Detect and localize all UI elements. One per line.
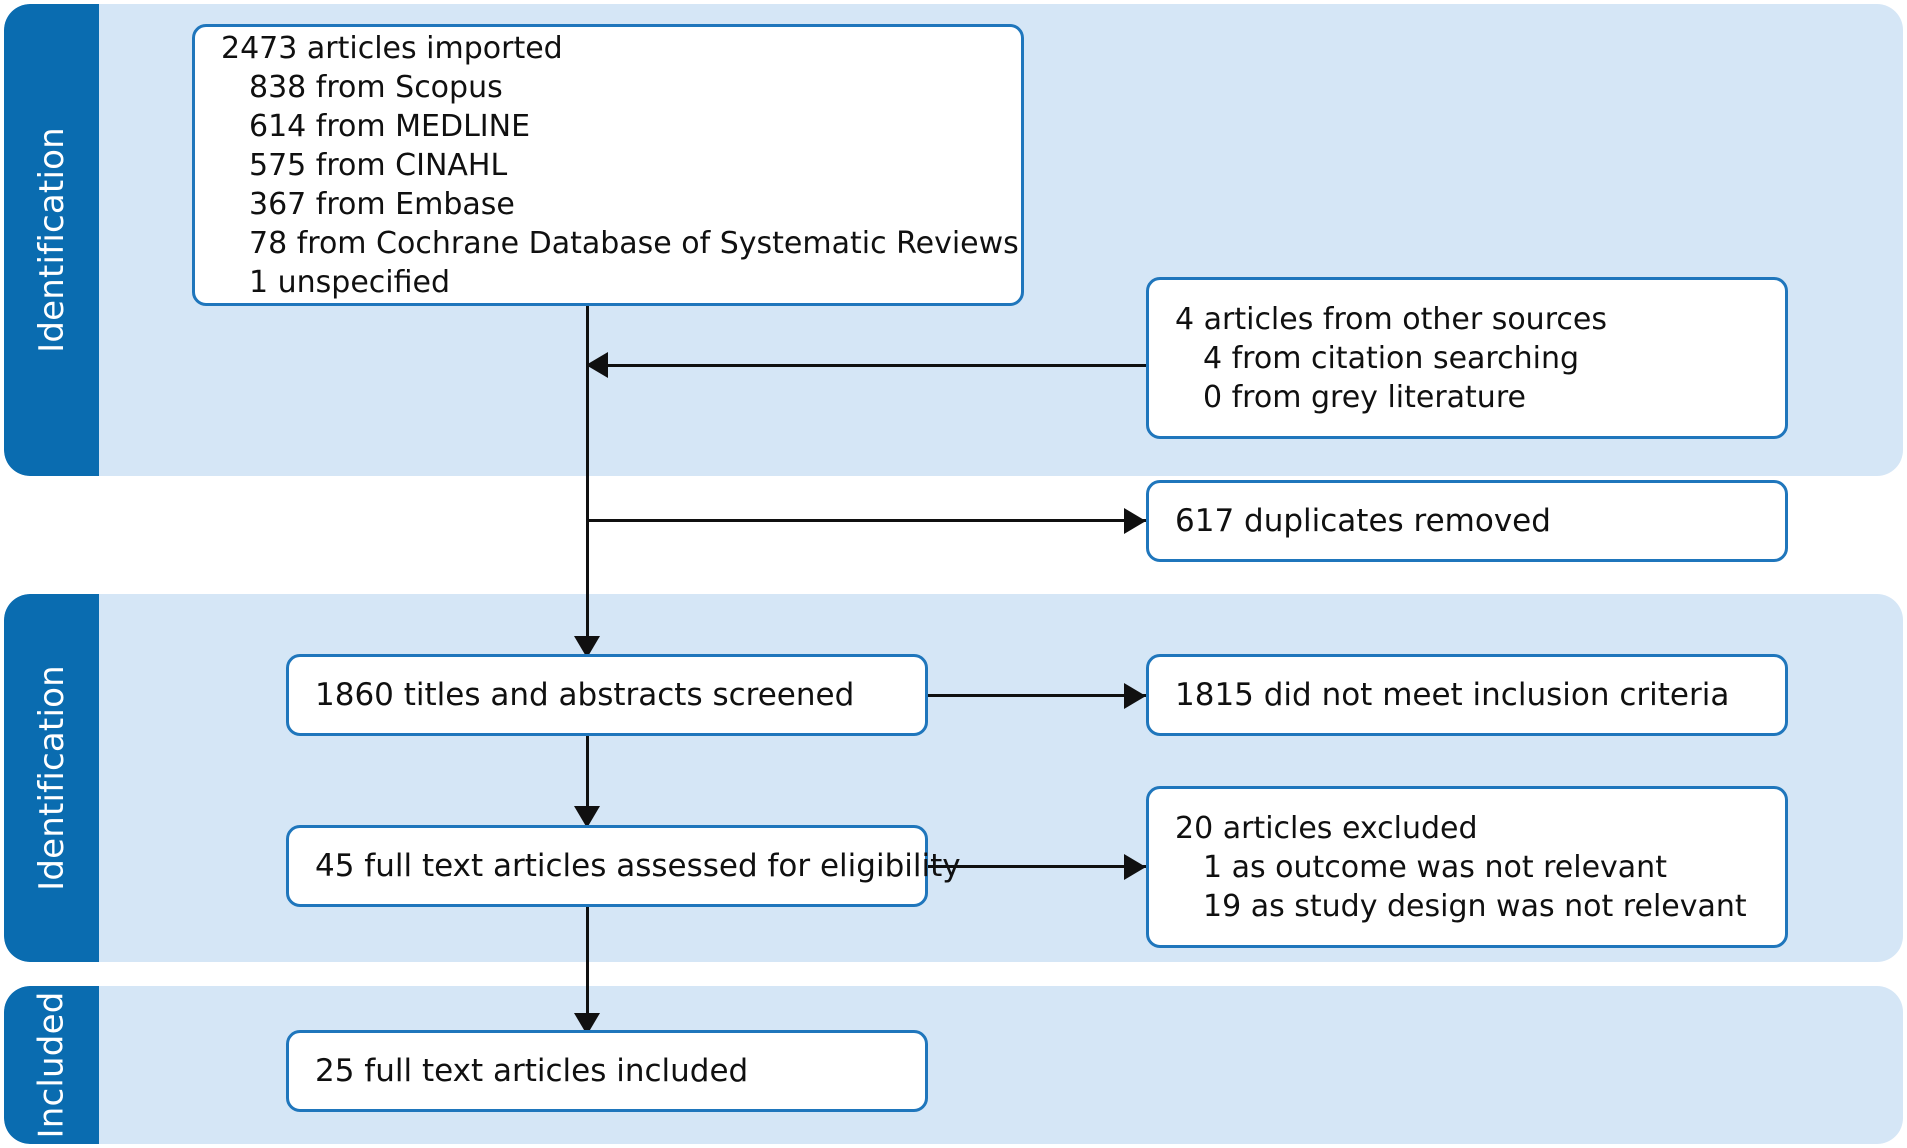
box-line: 45 full text articles assessed for eligi… <box>315 847 961 884</box>
other-sources-box: 4 articles from other sources 4 from cit… <box>1146 277 1788 439</box>
arrowhead-down-to-fulltext <box>574 806 600 828</box>
band-label-text: Identification <box>31 665 72 891</box>
connector-screened-to-fulltext <box>586 735 589 810</box>
band-label-text: Included <box>31 991 72 1139</box>
box-line: 367 from Embase <box>249 186 515 222</box>
box-line: 1 unspecified <box>249 264 451 300</box>
articles-excluded-box: 20 articles excluded 1 as outcome was no… <box>1146 786 1788 948</box>
box-line: 1815 did not meet inclusion criteria <box>1175 676 1730 713</box>
box-line: 4 from citation searching <box>1203 340 1579 376</box>
box-line: 1 as outcome was not relevant <box>1203 849 1667 885</box>
connector-other-sources-to-trunk <box>586 364 1146 367</box>
box-line: 2473 articles imported <box>221 30 563 66</box>
connector-imported-to-screened <box>586 304 589 640</box>
box-line: 20 articles excluded <box>1175 810 1478 846</box>
box-line: 78 from Cochrane Database of Systematic … <box>249 225 1019 261</box>
box-line: 614 from MEDLINE <box>249 108 531 144</box>
band-label-identification-1: Identification <box>4 4 99 476</box>
arrowhead-right-to-duplicates <box>1124 508 1146 534</box>
arrowhead-left-into-trunk <box>586 352 608 378</box>
arrowhead-down-to-screened <box>574 636 600 658</box>
connector-fulltext-to-excluded <box>928 865 1146 868</box>
titles-abstracts-screened-box: 1860 titles and abstracts screened <box>286 654 928 736</box>
box-line: 0 from grey literature <box>1203 379 1526 415</box>
full-text-included-box: 25 full text articles included <box>286 1030 928 1112</box>
band-label-identification-2: Identification <box>4 594 99 962</box>
duplicates-removed-box: 617 duplicates removed <box>1146 480 1788 562</box>
box-line: 19 as study design was not relevant <box>1203 888 1747 924</box>
articles-imported-box: 2473 articles imported 838 from Scopus 6… <box>192 24 1024 306</box>
box-line: 1860 titles and abstracts screened <box>315 676 855 713</box>
box-line: 838 from Scopus <box>249 69 503 105</box>
connector-screened-to-not-met <box>928 694 1146 697</box>
arrowhead-down-to-included <box>574 1013 600 1035</box>
did-not-meet-inclusion-criteria-box: 1815 did not meet inclusion criteria <box>1146 654 1788 736</box>
box-line: 4 articles from other sources <box>1175 301 1607 337</box>
arrowhead-right-to-not-met <box>1124 683 1146 709</box>
connector-trunk-to-duplicates <box>586 519 1146 522</box>
arrowhead-right-to-excluded <box>1124 854 1146 880</box>
full-text-assessed-box: 45 full text articles assessed for eligi… <box>286 825 961 907</box>
band-label-included: Included <box>4 986 99 1144</box>
box-line: 25 full text articles included <box>315 1052 749 1089</box>
box-line: 617 duplicates removed <box>1175 502 1551 539</box>
box-line: 575 from CINAHL <box>249 147 508 183</box>
band-label-text: Identification <box>31 127 72 353</box>
connector-fulltext-to-included <box>586 906 589 1018</box>
